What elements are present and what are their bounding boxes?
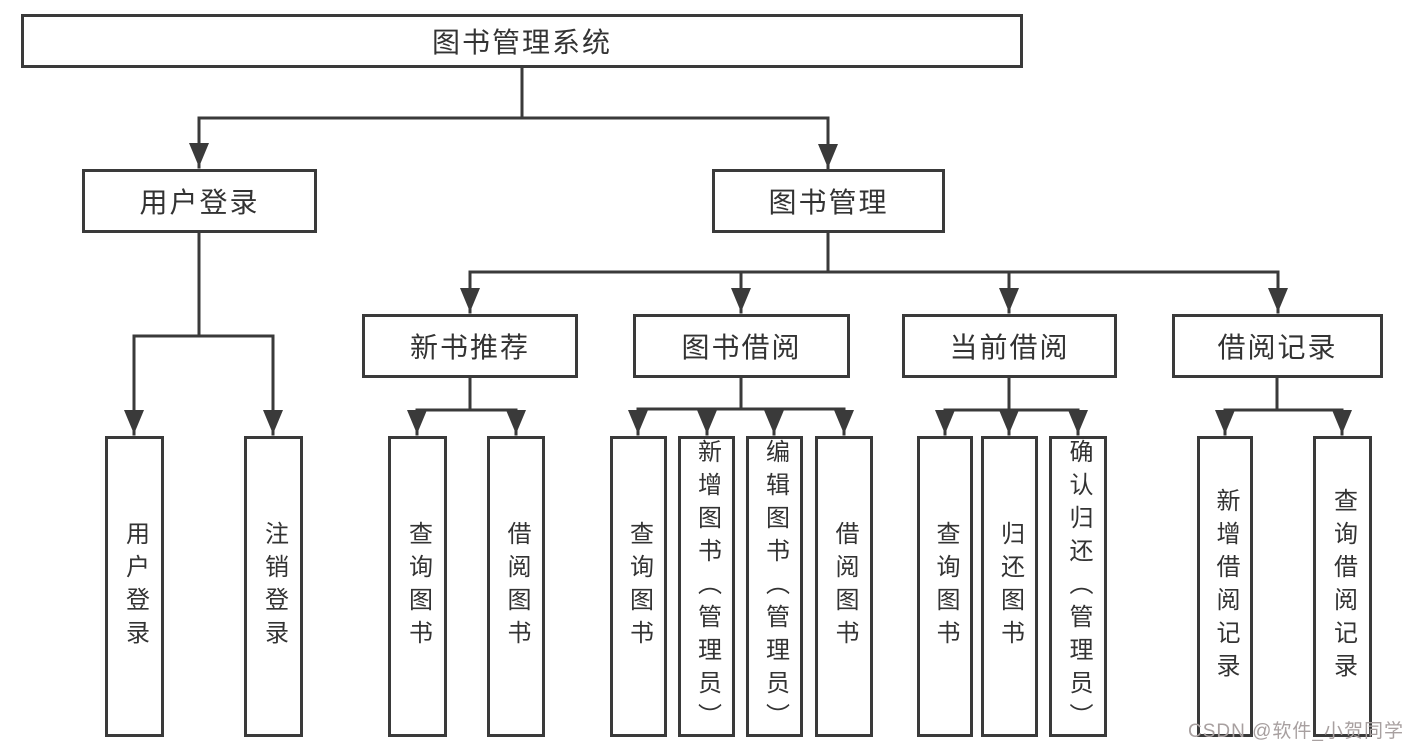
connector-book-borrow-branch [628, 376, 854, 436]
leaf-edit-book-admin: 编辑图书（管理员） [746, 436, 803, 737]
leaf-label: 注销登录 [260, 520, 288, 653]
connector-root-to-level2 [189, 66, 838, 170]
leaf-return-books: 归还图书 [981, 436, 1038, 737]
leaf-borrow-books: 借阅图书 [815, 436, 873, 737]
leaf-label: 编辑图书（管理员） [761, 439, 789, 736]
leaf-query-books-borrow: 查询图书 [610, 436, 667, 737]
connector-book-management-branch [460, 231, 1288, 314]
leaf-label: 借阅图书 [831, 520, 858, 653]
node-label: 用户登录 [139, 187, 260, 218]
node-label: 图书借阅 [681, 332, 802, 363]
leaf-label: 借阅图书 [503, 520, 530, 653]
leaf-confirm-return-admin: 确认归还（管理员） [1049, 436, 1107, 737]
node-label: 图书管理 [768, 187, 889, 218]
connector-current-borrow-branch [935, 376, 1088, 436]
node-current-borrow: 当前借阅 [902, 314, 1117, 378]
leaf-label: 确认归还（管理员） [1065, 439, 1092, 736]
node-book-management: 图书管理 [712, 169, 945, 233]
leaf-label: 查询借阅记录 [1329, 487, 1357, 686]
leaf-add-borrow-record: 新增借阅记录 [1197, 436, 1253, 737]
connector-user-login-branch [124, 231, 283, 436]
connector-borrow-records-branch [1215, 376, 1352, 436]
node-book-borrow: 图书借阅 [633, 314, 850, 378]
leaf-query-books-current: 查询图书 [917, 436, 973, 737]
root-node-label: 图书管理系统 [431, 27, 612, 58]
csdn-watermark: CSDN @软件_小贺同学 [1188, 721, 1404, 742]
leaf-label: 新增借阅记录 [1212, 487, 1239, 686]
leaf-query-borrow-record: 查询借阅记录 [1313, 436, 1372, 737]
node-label: 当前借阅 [949, 332, 1070, 363]
node-borrow-records: 借阅记录 [1172, 314, 1383, 378]
leaf-label: 用户登录 [121, 520, 149, 653]
connector-new-book-branch [407, 376, 526, 436]
leaf-user-login: 用户登录 [105, 436, 164, 737]
leaf-borrow-books-recommend: 借阅图书 [487, 436, 545, 737]
leaf-label: 新增图书（管理员） [693, 439, 721, 736]
root-node: 图书管理系统 [21, 14, 1023, 68]
leaf-label: 归还图书 [996, 520, 1024, 653]
node-new-book-recommend: 新书推荐 [362, 314, 578, 378]
leaf-logout: 注销登录 [244, 436, 303, 737]
leaf-query-books-recommend: 查询图书 [388, 436, 447, 737]
leaf-label: 查询图书 [625, 520, 653, 653]
leaf-add-book-admin: 新增图书（管理员） [678, 436, 735, 737]
node-label: 借阅记录 [1217, 332, 1338, 363]
node-user-login: 用户登录 [82, 169, 317, 233]
leaf-label: 查询图书 [404, 520, 432, 653]
node-label: 新书推荐 [409, 332, 530, 363]
leaf-label: 查询图书 [932, 520, 959, 653]
